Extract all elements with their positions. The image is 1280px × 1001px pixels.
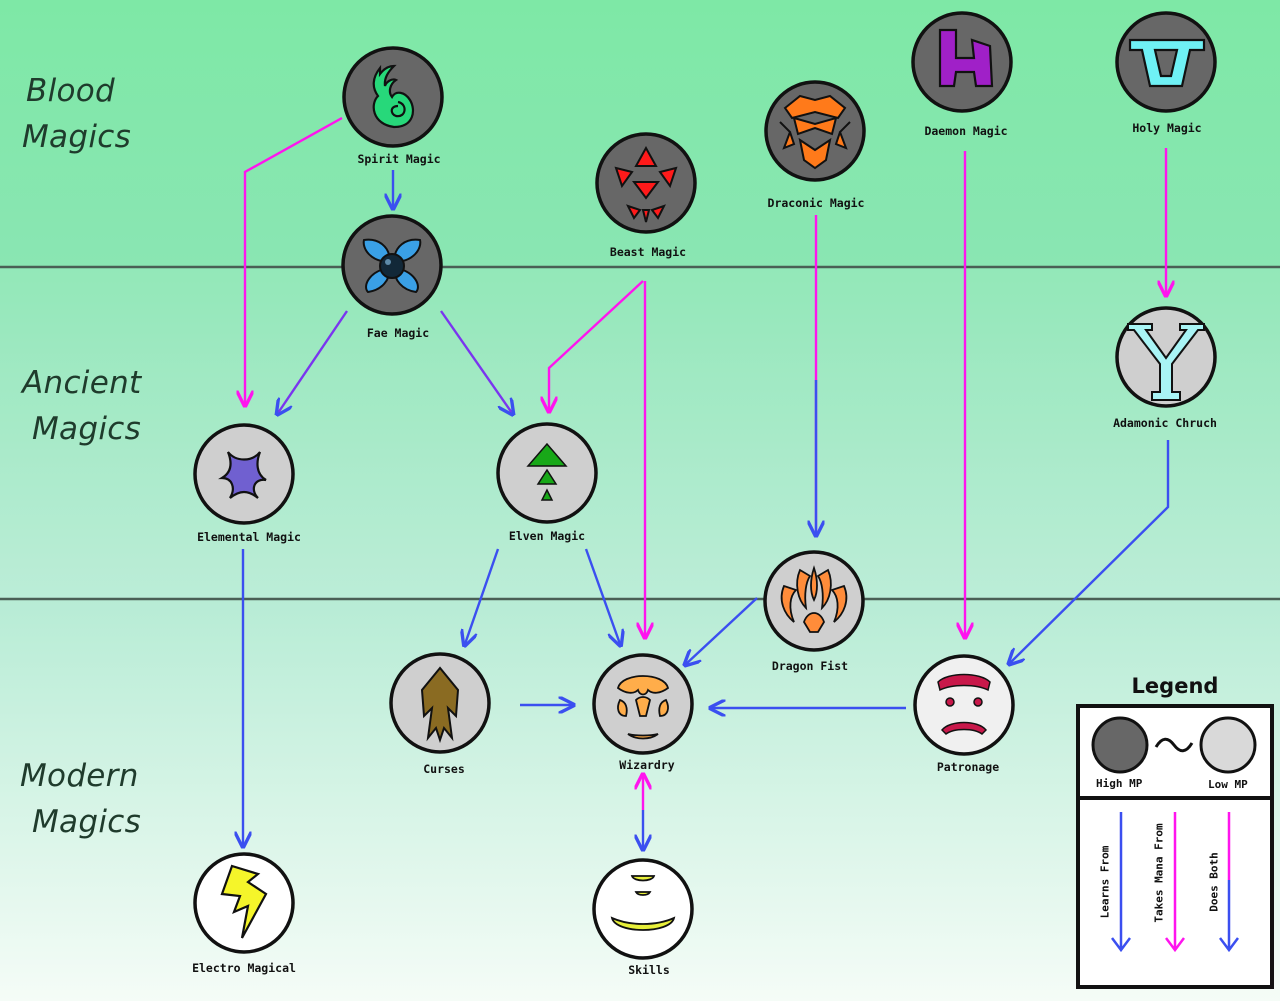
legend-box: [1076, 704, 1274, 989]
tier-label-modern: Modern Magics: [20, 753, 141, 845]
skills-bowl-icon: [610, 875, 676, 931]
label-spirit-magic: Spirit Magic: [357, 152, 441, 166]
node-daemon-magic[interactable]: [911, 11, 1013, 113]
daemon-rune-icon: [938, 28, 994, 88]
label-dragon-fist: Dragon Fist: [771, 659, 849, 673]
node-curses[interactable]: [389, 652, 491, 754]
node-adamonic-chruch[interactable]: [1115, 306, 1217, 408]
elven-tree-icon: [526, 442, 568, 501]
edge-elven-to-curses: [465, 548, 500, 644]
elemental-star-icon: [218, 451, 267, 499]
patronage-face-icon: [937, 673, 991, 735]
node-draconic-magic[interactable]: [764, 80, 866, 182]
label-adamonic-chruch: Adamonic Chruch: [1113, 416, 1217, 430]
node-fae-magic[interactable]: [341, 214, 443, 316]
tier-label-modern-line1: Modern: [20, 758, 139, 794]
legend-learns-from-label: Learns From: [1098, 845, 1112, 919]
node-elemental-magic[interactable]: [193, 423, 295, 525]
node-wizardry[interactable]: [592, 653, 694, 755]
edge-dragonfist-to-wizardry: [686, 597, 758, 664]
edge-adamonic-to-patronage: [1010, 440, 1170, 663]
tier-label-blood: Blood Magics: [22, 68, 131, 160]
fae-flower-icon: [362, 238, 422, 294]
node-patronage[interactable]: [913, 654, 1015, 756]
legend-takes-mana-from-label: Takes Mana From: [1152, 823, 1166, 923]
label-curses: Curses: [423, 762, 465, 776]
node-elven-magic[interactable]: [496, 422, 598, 524]
edge-beast-to-elven: [549, 280, 644, 410]
node-skills[interactable]: [592, 858, 694, 960]
dragon-face-icon: [779, 94, 851, 170]
curses-spirit-icon: [420, 666, 460, 744]
lightning-bolt-icon: [220, 864, 268, 939]
label-skills: Skills: [628, 963, 670, 977]
label-elven-magic: Elven Magic: [508, 529, 586, 543]
wizardry-face-icon: [616, 675, 670, 740]
label-holy-magic: Holy Magic: [1132, 121, 1202, 135]
dragon-fist-icon: [780, 565, 848, 633]
spirit-flame-icon: [372, 64, 414, 129]
node-holy-magic[interactable]: [1115, 11, 1217, 113]
tier-label-ancient-line2: Magics: [32, 411, 142, 447]
legend-low-mp-swatch: [1199, 716, 1257, 774]
tier-label-blood-line2: Magics: [22, 119, 132, 155]
label-electro-magical: Electro Magical: [192, 961, 296, 975]
node-dragon-fist[interactable]: [763, 550, 865, 652]
label-fae-magic: Fae Magic: [366, 326, 430, 340]
adamonic-y-rune-icon: [1127, 323, 1205, 401]
edge-fae-to-elemental: [278, 310, 348, 413]
label-daemon-magic: Daemon Magic: [924, 124, 1008, 138]
tier-label-ancient-line1: Ancient: [22, 365, 142, 401]
label-elemental-magic: Elemental Magic: [197, 530, 301, 544]
label-wizardry: Wizardry: [619, 758, 675, 772]
tier-label-ancient: Ancient Magics: [22, 360, 142, 452]
legend-does-both-label: Does Both: [1207, 852, 1221, 912]
node-spirit-magic[interactable]: [342, 46, 444, 148]
beast-claws-icon: [614, 145, 678, 223]
tier-label-modern-line2: Magics: [32, 804, 142, 840]
legend-high-mp-label: High MP: [1096, 777, 1143, 790]
legend-title: Legend: [1131, 674, 1219, 698]
label-beast-magic: Beast Magic: [609, 245, 687, 259]
edge-spirit-to-elemental: [245, 116, 343, 404]
legend-tilde-icon: [1154, 737, 1194, 753]
legend-high-mp-swatch: [1091, 716, 1149, 774]
legend-takes-mana-arrow: [1165, 812, 1185, 953]
tier-label-blood-line1: Blood: [26, 73, 115, 109]
node-electro-magical[interactable]: [193, 852, 295, 954]
legend-learns-arrow: [1111, 812, 1131, 953]
label-draconic-magic: Draconic Magic: [767, 196, 865, 210]
edge-fae-to-elven: [440, 310, 512, 413]
legend-both-arrow-bottom: [1219, 880, 1239, 953]
holy-u-rune-icon: [1128, 38, 1206, 88]
edge-elven-to-wizardry: [584, 548, 620, 644]
node-beast-magic[interactable]: [595, 132, 697, 234]
legend-low-mp-label: Low MP: [1208, 778, 1248, 791]
label-patronage: Patronage: [936, 760, 1000, 774]
